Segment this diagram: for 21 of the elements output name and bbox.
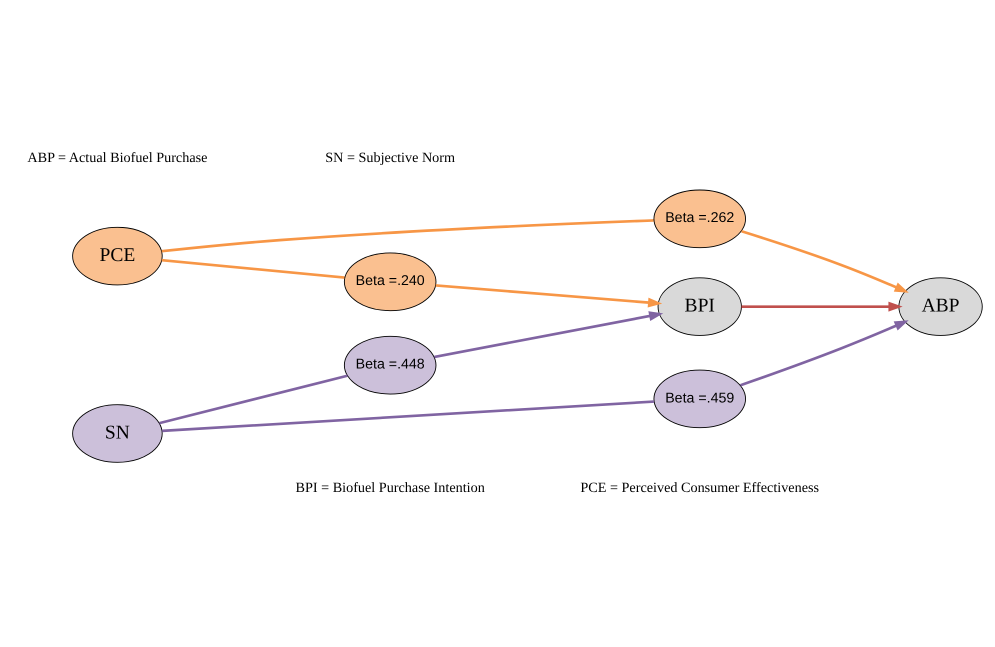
node-ellipse: Beta =.459 (653, 370, 746, 428)
node-ellipse: SN (72, 404, 163, 463)
node-ellipse: BPI (658, 277, 742, 336)
arrow (741, 230, 909, 293)
node-ellipse: Beta =.448 (344, 336, 436, 394)
arrow (741, 302, 903, 312)
label: ABP = Actual Biofuel Purchase (27, 150, 208, 166)
connector (162, 400, 654, 432)
connector (162, 219, 654, 253)
node-ellipse: Beta =.240 (344, 252, 436, 312)
connector (162, 258, 345, 279)
arrow (434, 311, 664, 358)
node-ellipse: PCE (72, 226, 163, 286)
node-ellipse: ABP (898, 277, 983, 336)
arrow (740, 320, 909, 386)
arrow (436, 284, 662, 308)
label: SN = Subjective Norm (325, 150, 456, 166)
connector (159, 374, 348, 424)
label: BPI = Biofuel Purchase Intention (296, 480, 485, 496)
label: PCE = Perceived Consumer Effectiveness (580, 480, 820, 496)
node-ellipse: Beta =.262 (653, 190, 746, 248)
